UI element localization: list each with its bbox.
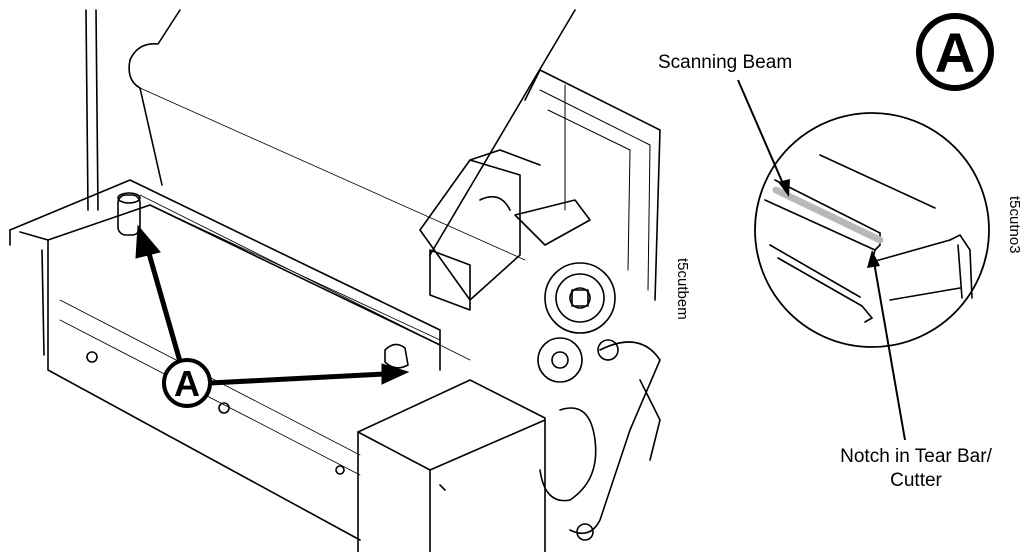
notch-leader	[867, 250, 906, 441]
callout-arrows	[135, 224, 410, 386]
inset-magnified-view	[754, 112, 990, 348]
scanning-beam-leader	[737, 79, 790, 197]
inset-a-badge: A	[916, 13, 994, 91]
scanning-beam	[772, 186, 884, 244]
notch-label-line2: Cutter	[890, 470, 942, 491]
inset-a-letter: A	[935, 21, 975, 84]
printer-mechanism-drawing	[9, 9, 661, 552]
left-figure-code: t5cutbem	[674, 258, 691, 320]
callout-a-letter: A	[174, 363, 200, 404]
notch-label-line1: Notch in Tear Bar/	[840, 446, 992, 467]
right-figure-code: t5cutno3	[1006, 196, 1023, 254]
scanning-beam-label: Scanning Beam	[658, 52, 792, 73]
callout-a-badge: A	[162, 358, 212, 408]
